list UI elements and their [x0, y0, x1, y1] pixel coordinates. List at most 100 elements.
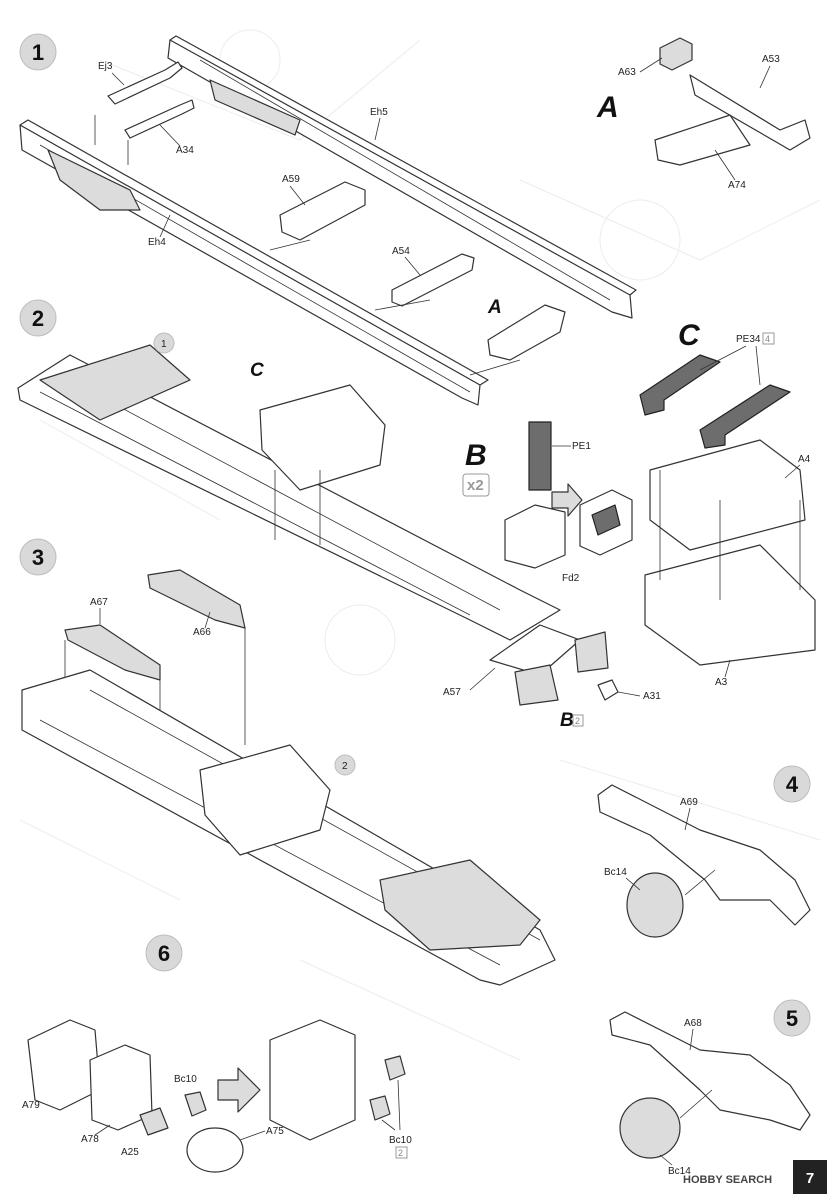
- subassembly-a-installed: [487, 304, 566, 361]
- label-a66: A66: [193, 627, 211, 638]
- spring-hanger-eh5: [209, 79, 301, 136]
- front-spring-step2: [39, 344, 191, 421]
- tank-installed-step3: [199, 744, 331, 856]
- step-1: 1 Ej3 A34 Eh5 Eh4 A59 A54 A: [19, 33, 811, 406]
- part-a53: [689, 74, 811, 151]
- part-a79: [27, 1019, 101, 1111]
- part-a68: [609, 1011, 811, 1131]
- label-bc14-step5: Bc14: [668, 1166, 691, 1177]
- step-6-marker: [145, 934, 183, 972]
- part-fd2: [504, 504, 566, 569]
- part-a25: [139, 1107, 169, 1136]
- step-3-number: 3: [32, 545, 44, 570]
- label-a25: A25: [121, 1147, 139, 1158]
- label-a63: A63: [618, 67, 636, 78]
- part-a4: [649, 439, 806, 551]
- callout-1-label: 1: [161, 339, 167, 350]
- label-a3: A3: [715, 677, 728, 688]
- callout-c-step2: C: [250, 360, 264, 381]
- part-bc14: [626, 872, 684, 938]
- frame-rail-eh4: [19, 119, 489, 406]
- part-a54: [391, 253, 475, 307]
- label-fd2: Fd2: [562, 573, 580, 584]
- step-1-number: 1: [32, 40, 44, 65]
- arrow-b-detail: [551, 483, 583, 517]
- frame-rail-eh5: [167, 35, 637, 319]
- label-a74: A74: [728, 180, 746, 191]
- assembled-b-plate: [591, 504, 621, 536]
- part-a67: [64, 624, 161, 681]
- callout-2-label: 2: [342, 761, 348, 772]
- label-eh4: Eh4: [148, 237, 166, 248]
- step-4-number: 4: [786, 772, 799, 797]
- bracket-b-2: [574, 631, 609, 673]
- callout-b-step2: B: [560, 710, 574, 731]
- step-5-number: 5: [786, 1006, 798, 1031]
- part-bc10-assembled-a: [384, 1055, 406, 1081]
- rear-springs-step3: [379, 859, 541, 951]
- callout-1-step2: [153, 332, 175, 354]
- page-number: 7: [806, 1170, 814, 1187]
- label-a4: A4: [798, 454, 811, 465]
- page-number-box: [793, 1160, 827, 1194]
- bracket-b-1: [514, 664, 559, 706]
- callout-2-step3: [334, 754, 356, 776]
- label-a53: A53: [762, 54, 780, 65]
- b-qty-box: [572, 714, 584, 727]
- label-a78: A78: [81, 1134, 99, 1145]
- label-a69: A69: [680, 797, 698, 808]
- subassembly-a-title: A: [596, 91, 619, 124]
- step-1-marker: [19, 33, 57, 71]
- part-bc10-assembled-b: [369, 1095, 391, 1121]
- label-ej3: Ej3: [98, 61, 113, 72]
- hobby-search-logo: HOBBY SEARCH: [683, 1174, 772, 1186]
- label-a34: A34: [176, 145, 194, 156]
- gearbox-assembled: [269, 1019, 356, 1141]
- subassembly-b-title: B: [465, 439, 487, 472]
- step-3: 3 A67 A66 2: [19, 538, 556, 986]
- subassembly-b-qty-box: [462, 473, 490, 497]
- label-pe34: PE34: [736, 334, 761, 345]
- callout-a-step1: A: [487, 297, 502, 318]
- label-a67: A67: [90, 597, 108, 608]
- spring-hanger-eh4: [47, 149, 141, 211]
- part-a75: [186, 1127, 244, 1173]
- label-a57: A57: [443, 687, 461, 698]
- step-2: 2 1 C A57 B 2 A31 B x2 PE1 Fd2: [17, 299, 816, 731]
- step-2-number: 2: [32, 306, 44, 331]
- label-bc10-step6b: Bc10: [389, 1135, 412, 1146]
- label-a79: A79: [22, 1100, 40, 1111]
- part-a59: [279, 181, 366, 241]
- label-pe1: PE1: [572, 441, 591, 452]
- part-bc14-step5: [619, 1097, 681, 1159]
- pe34-qty: 4: [765, 334, 770, 344]
- part-a31: [597, 679, 619, 701]
- bc10-qty-box: [395, 1146, 408, 1159]
- step-6: 6 A79 A78 Bc10 A25 A75 Bc10 2: [22, 934, 412, 1173]
- part-a66: [147, 569, 246, 629]
- step-6-number: 6: [158, 941, 170, 966]
- part-pe34-b: [699, 384, 791, 449]
- part-a63: [659, 37, 693, 71]
- subassembly-b-qty: x2: [467, 477, 484, 494]
- step-4-marker: [773, 765, 811, 803]
- part-a69: [597, 784, 811, 926]
- step-5-marker: [773, 999, 811, 1037]
- label-bc14: Bc14: [604, 867, 627, 878]
- assembly-arrow-step6: [217, 1067, 261, 1113]
- label-bc10: Bc10: [174, 1074, 197, 1085]
- bc10-qty: 2: [398, 1148, 403, 1158]
- part-a74: [654, 114, 751, 166]
- step-4: 4 A69 Bc14: [597, 765, 811, 938]
- part-ej3: [107, 61, 183, 105]
- label-a59: A59: [282, 174, 300, 185]
- part-bc10: [184, 1091, 207, 1117]
- label-a54: A54: [392, 246, 410, 257]
- part-a34: [124, 99, 195, 139]
- step-3-marker: [19, 538, 57, 576]
- b-qty: 2: [575, 716, 580, 726]
- subassembly-c-title: C: [678, 319, 701, 352]
- pe34-qty-box: [762, 332, 775, 345]
- label-a68: A68: [684, 1018, 702, 1029]
